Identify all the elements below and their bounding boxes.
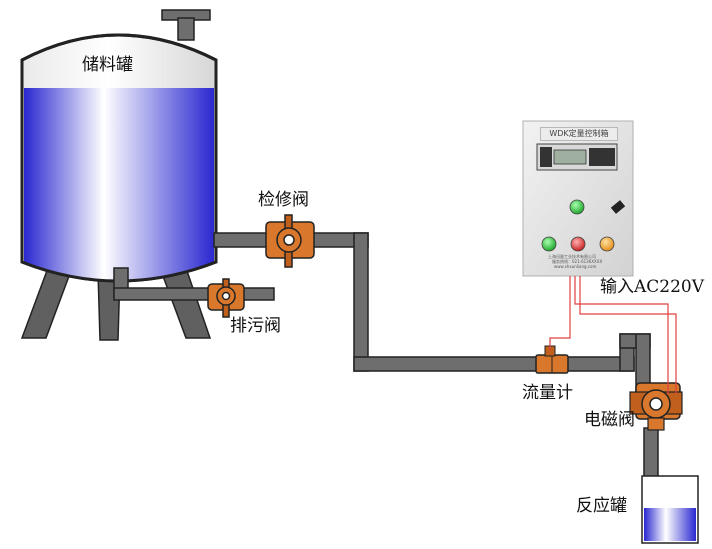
storage-tank-label: 储料罐 (82, 55, 133, 75)
flow-meter-icon[interactable] (535, 345, 569, 374)
solenoid-valve-icon[interactable] (629, 382, 683, 431)
nameplate-line: www.shxunliang.com (554, 264, 597, 269)
drain-valve-label: 排污阀 (230, 316, 281, 336)
drain-valve-icon[interactable] (207, 278, 245, 318)
flow-meter-label: 流量计 (522, 383, 573, 403)
tank-liquid-level (24, 88, 214, 280)
start-button[interactable] (541, 236, 557, 252)
inspection-valve-label: 检修阀 (258, 190, 309, 210)
reactor-liquid-level (644, 508, 696, 541)
power-input-label: 输入AC220V (600, 277, 705, 297)
nameplate-line: 上海迅量工业技术有限公司 (548, 254, 596, 259)
run-indicator-icon (569, 199, 585, 215)
stop-button[interactable] (570, 236, 586, 252)
storage-tank (20, 9, 218, 283)
selector-switch-icon[interactable] (610, 200, 626, 214)
reactor-tank (641, 475, 699, 544)
reactor-tank-label: 反应罐 (576, 496, 627, 516)
control-box-title: WDK定量控制箱 (540, 127, 618, 141)
nameplate-line: 服务热线：021-6136XXXX (552, 259, 603, 264)
tank-top-nozzle (177, 17, 195, 41)
control-box (522, 120, 634, 277)
tank-legs (20, 267, 212, 341)
inspection-valve-icon[interactable] (265, 214, 315, 268)
signal-wires (549, 276, 677, 394)
solenoid-valve-label: 电磁阀 (584, 410, 635, 430)
alarm-indicator-icon (599, 236, 615, 252)
